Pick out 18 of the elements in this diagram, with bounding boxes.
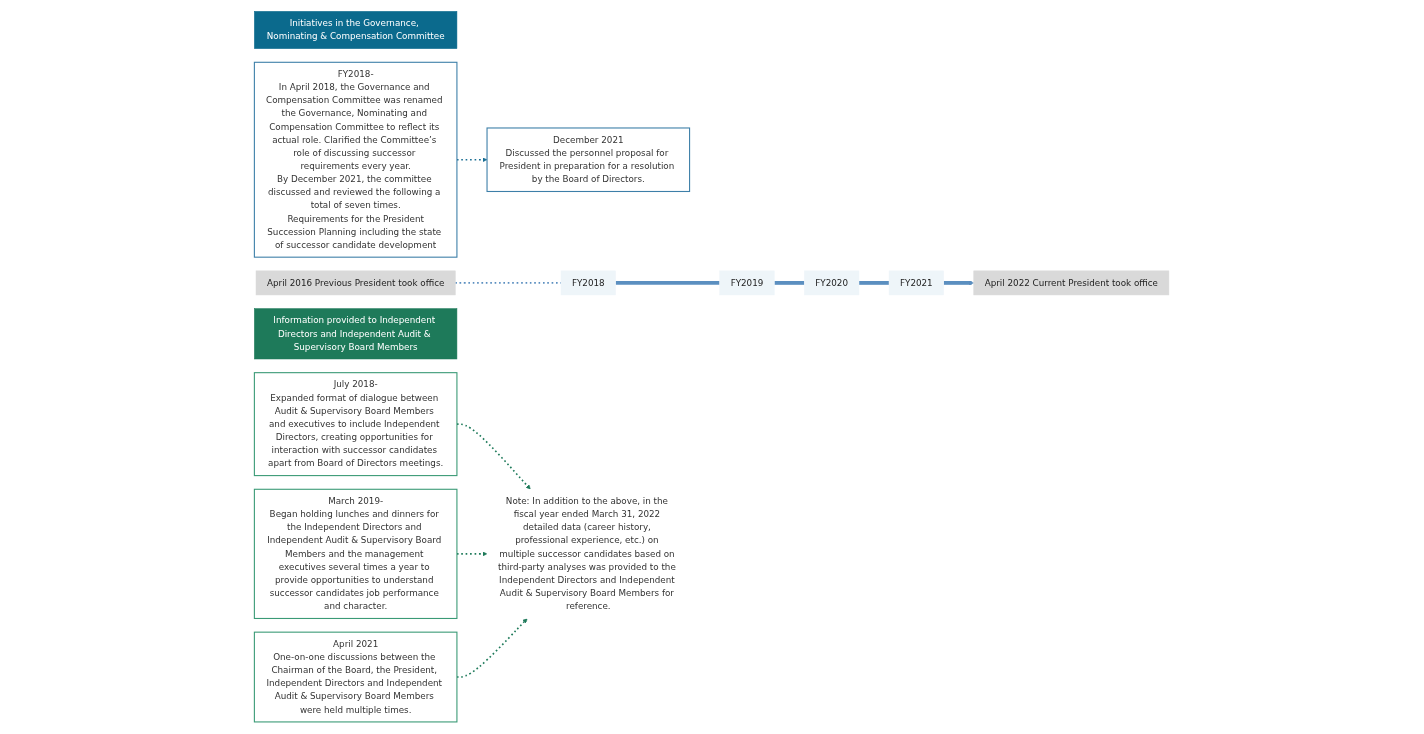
node-box: FY2021 <box>889 270 945 296</box>
connector <box>859 281 890 286</box>
node-text: Note: In addition to the above, in the fiscal year ended March 31, 2022 detailed data (career history, professional experience, etc.) on multiple successor candidates based on third-party analyses was provided to the Independent Directors and Independent Audit & Supervisory Board Members for reference. <box>498 496 677 612</box>
node-box: FY2020 <box>804 270 860 296</box>
arrow <box>944 280 975 286</box>
node-box: March 2019- Began holding lunches and dinners for the Independent Directors and Independent Audit & Supervisory Board Members and the management executives several times a year to provide opportunities to understand successor candidates job performance and character. <box>254 489 458 620</box>
node-box: FY2019 <box>719 270 775 296</box>
node-box: December 2021 Discussed the personnel proposal for President in preparation for a resolution by the Board of Directors. <box>486 127 691 193</box>
node-box: April 2021 One-on-one discussions between the Chairman of the Board, the President, Independent Directors and Independent Audit & Supervisory Board Members were held multiple times. <box>254 631 458 723</box>
connector <box>615 281 721 286</box>
node-box: Initiatives in the Governance, Nominating & Compensation Committee <box>254 11 458 50</box>
node-box: FY2018 <box>561 270 617 296</box>
node-box: Information provided to Independent Directors and Independent Audit & Supervisory Board Members <box>254 308 458 360</box>
node-box: FY2018- In April 2018, the Governance and Compensation Committee was renamed the Governance, Nominating and Compensation Committee to reflect its actual role. Clarified the Committee’s role of discussing successor requirements every year. By December 2021, the committee discussed and reviewed the following a total of seven times. Requirements for the President Succession Planning including the state of successor candidate development <box>254 62 458 259</box>
node-box: July 2018- Expanded format of dialogue between Audit & Supervisory Board Members and executives to include Independent Directors, creating opportunities for interaction with successor candidates apart from Board of Directors meetings. <box>254 372 458 477</box>
node-box: April 2016 Previous President took office <box>256 270 456 296</box>
connector <box>774 281 805 286</box>
node-box: April 2022 Current President took office <box>973 270 1170 296</box>
